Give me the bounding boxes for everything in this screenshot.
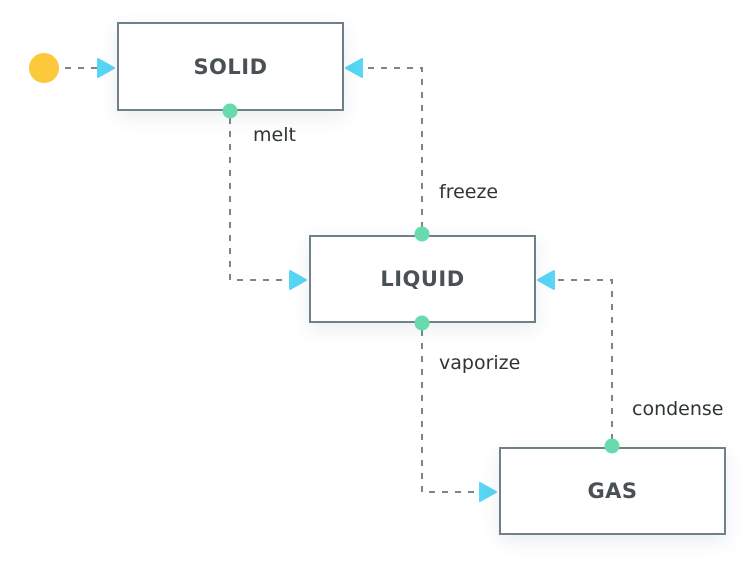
arrowhead-left-icon <box>537 270 555 290</box>
arrowhead-right-icon <box>289 270 307 290</box>
edge-condense <box>552 279 613 440</box>
state-solid[interactable]: SOLID <box>117 22 344 111</box>
arrowhead-left-icon <box>345 58 363 78</box>
edge-vaporize <box>421 330 482 493</box>
initial-state-node[interactable] <box>29 53 59 83</box>
edge-label-condense: condense <box>632 398 724 420</box>
state-gas[interactable]: GAS <box>499 447 726 535</box>
state-label: LIQUID <box>380 267 465 291</box>
arrowhead-right-icon <box>97 58 115 78</box>
edge-freeze <box>360 67 423 228</box>
edge-label-vaporize: vaporize <box>439 352 521 374</box>
state-liquid[interactable]: LIQUID <box>309 235 536 323</box>
edge-melt <box>229 118 292 281</box>
arrowhead-right-icon <box>479 482 497 502</box>
state-label: GAS <box>587 479 638 503</box>
edge-label-melt: melt <box>253 124 296 146</box>
edge-label-freeze: freeze <box>439 181 499 203</box>
state-label: SOLID <box>193 54 268 79</box>
